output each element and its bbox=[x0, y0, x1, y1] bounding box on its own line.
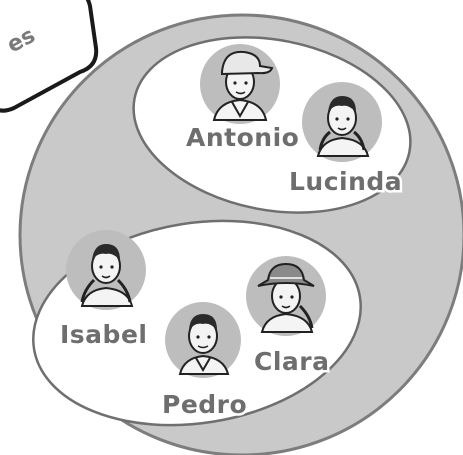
girl-with-braids-icon bbox=[302, 82, 382, 162]
girl-with-braids-icon bbox=[66, 230, 146, 310]
label-pedro: Pedro bbox=[159, 390, 249, 420]
label-isabel: Isabel bbox=[57, 320, 149, 350]
girl-with-hat-icon bbox=[246, 256, 326, 336]
label-clara: Clara bbox=[252, 347, 332, 377]
label-lucinda: Lucinda bbox=[286, 167, 404, 197]
boy-with-cap-icon bbox=[200, 44, 280, 124]
tag-card bbox=[0, 0, 99, 113]
label-antonio: Antonio bbox=[183, 123, 301, 153]
boy-icon bbox=[165, 302, 241, 378]
